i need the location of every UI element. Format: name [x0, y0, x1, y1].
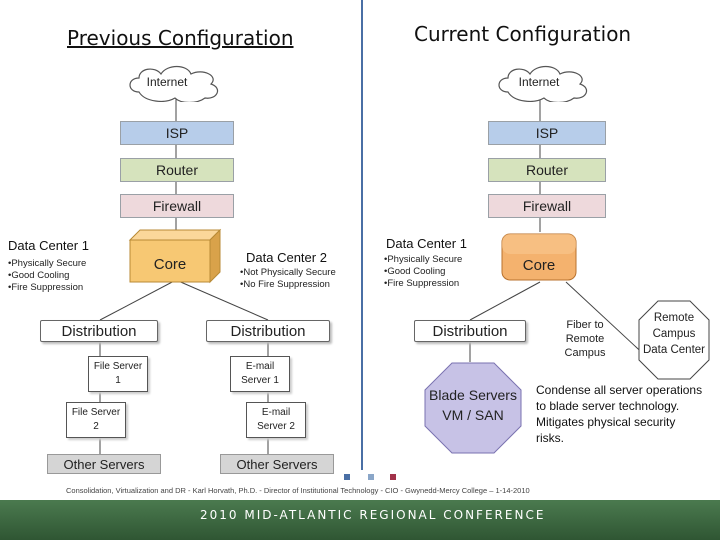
distribution-box: Distribution	[414, 320, 526, 342]
isp-box: ISP	[120, 121, 234, 145]
internet-label: Internet	[518, 75, 560, 89]
remote-campus-icon	[638, 300, 710, 380]
fiber-label: Fiber to Remote Campus	[564, 319, 606, 359]
bullet: Physically Secure	[384, 254, 462, 266]
data-center-1-bullets: Physically Secure Good Cooling Fire Supp…	[384, 254, 462, 290]
firewall-box: Firewall	[120, 194, 234, 218]
bullet: Physically Secure	[8, 258, 86, 270]
data-center-1-bullets: Physically Secure Good Cooling Fire Supp…	[8, 258, 86, 294]
data-center-1-title: Data Center 1	[8, 238, 89, 253]
distribution-right-box: Distribution	[206, 320, 330, 342]
data-center-2-title: Data Center 2	[246, 250, 327, 265]
other-servers-right-box: Other Servers	[220, 454, 334, 474]
email-server-2-box: E-mail Server 2	[246, 402, 306, 438]
core-label: Core	[153, 256, 187, 273]
summary-note: Condense all server operations to blade …	[536, 383, 703, 445]
internet-cloud-icon	[498, 65, 588, 102]
core-cube-icon	[128, 228, 222, 284]
data-center-2-bullets: Not Physically Secure No Fire Suppressio…	[240, 267, 336, 291]
other-servers-left-box: Other Servers	[47, 454, 161, 474]
file-server-2-box: File Server 2	[66, 402, 126, 438]
email-server-1-box: E-mail Server 1	[230, 356, 290, 392]
decor-square	[344, 474, 350, 480]
blade-servers-icon	[424, 362, 522, 454]
data-center-1-title: Data Center 1	[386, 236, 467, 251]
router-box: Router	[488, 158, 606, 182]
firewall-box: Firewall	[488, 194, 606, 218]
bullet: Fire Suppression	[384, 278, 462, 290]
bullet: Not Physically Secure	[240, 267, 335, 279]
current-config-title: Current Configuration	[414, 22, 632, 46]
conference-banner-text: 2010 MID-ATLANTIC REGIONAL CONFERENCE	[200, 508, 546, 522]
internet-cloud-icon	[129, 65, 219, 102]
bullet: Good Cooling	[384, 266, 462, 278]
router-box: Router	[120, 158, 234, 182]
bullet: Good Cooling	[8, 270, 86, 282]
core-label: Core	[522, 257, 556, 274]
fiber-line	[565, 281, 651, 361]
footer-credit: Consolidation, Virtualization and DR - K…	[66, 486, 530, 495]
previous-config-title: Previous Configuration	[67, 26, 294, 50]
core-to-dist-right	[175, 279, 269, 321]
blade-servers-label: Blade Servers VM / SAN	[429, 387, 517, 423]
internet-label: Internet	[146, 75, 188, 89]
core-to-dist-left	[99, 279, 177, 321]
file-server-1-box: File Server 1	[88, 356, 148, 392]
core-router-icon	[501, 233, 577, 281]
distribution-left-box: Distribution	[40, 320, 158, 342]
decor-square	[368, 474, 374, 480]
decor-square	[390, 474, 396, 480]
isp-box: ISP	[488, 121, 606, 145]
conference-banner: 2010 MID-ATLANTIC REGIONAL CONFERENCE	[0, 500, 720, 540]
bullet: Fire Suppression	[8, 282, 86, 294]
remote-campus-label: Remote Campus Data Center	[642, 312, 705, 356]
bullet: No Fire Suppression	[240, 279, 336, 291]
